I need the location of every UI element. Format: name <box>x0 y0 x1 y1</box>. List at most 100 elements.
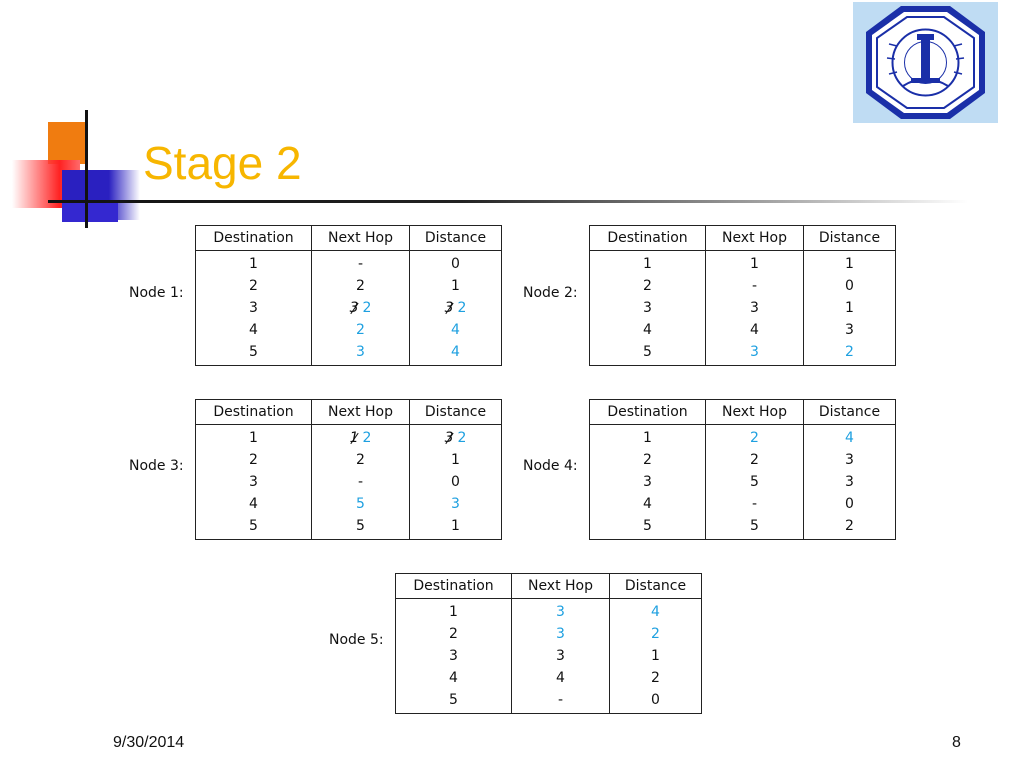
distance-cell: 4 <box>609 598 702 623</box>
next-hop-cell: 1 <box>705 250 804 275</box>
header-next-hop: Next Hop <box>705 225 804 251</box>
cell-value: 2 <box>651 670 660 686</box>
destination-cell: 5 <box>589 341 706 366</box>
distance-cell: 0 <box>409 471 502 493</box>
cell-value: 5 <box>750 474 759 490</box>
cell-value: 0 <box>845 496 854 512</box>
distance-cell: 2 <box>609 623 702 645</box>
cell-value: 1 <box>451 278 460 294</box>
node-1-label: Node 1: <box>129 285 184 301</box>
destination-cell: 4 <box>589 493 706 515</box>
next-hop-cell: - <box>311 250 410 275</box>
updated-value: 3 <box>451 496 460 512</box>
destination-cell: 2 <box>589 275 706 297</box>
distance-cell: 1 <box>409 449 502 471</box>
updated-value: 2 <box>362 430 372 446</box>
struck-out-value: 3 <box>444 300 454 316</box>
cell-value: 1 <box>451 452 460 468</box>
header-next-hop: Next Hop <box>705 399 804 425</box>
cell-value: 1 <box>845 256 854 272</box>
distance-cell: 1 <box>609 645 702 667</box>
footer-page-number: 8 <box>952 734 961 751</box>
destination-cell: 4 <box>395 667 512 689</box>
cell-value: 4 <box>750 322 759 338</box>
next-hop-cell: 5 <box>311 493 410 515</box>
destination-cell: 3 <box>589 297 706 319</box>
distance-cell: 4 <box>409 341 502 366</box>
header-distance: Distance <box>803 399 896 425</box>
destination-cell: 2 <box>395 623 512 645</box>
distance-cell: 0 <box>803 493 896 515</box>
next-hop-cell: 3 <box>705 297 804 319</box>
cell-value: 3 <box>845 452 854 468</box>
cell-value: 3 <box>845 474 854 490</box>
cell-value: 0 <box>451 474 460 490</box>
table-row: 5 3 2 <box>589 341 896 366</box>
updated-value: 2 <box>845 344 854 360</box>
distance-cell: 3 <box>409 493 502 515</box>
node-3-label: Node 3: <box>129 458 184 474</box>
destination-cell: 3 <box>589 471 706 493</box>
header-next-hop: Next Hop <box>311 399 410 425</box>
updated-value: 2 <box>750 430 759 446</box>
updated-value: 4 <box>651 604 660 620</box>
next-hop-cell: 3 <box>511 645 610 667</box>
cell-value: - <box>357 256 364 272</box>
destination-cell: 1 <box>589 424 706 449</box>
cell-value: 2 <box>356 278 365 294</box>
cell-value: 1 <box>845 300 854 316</box>
destination-cell: 1 <box>195 424 312 449</box>
cell-value: 2 <box>845 518 854 534</box>
updated-value: 2 <box>457 430 467 446</box>
distance-cell: 0 <box>609 689 702 714</box>
destination-cell: 2 <box>195 275 312 297</box>
destination-cell: 2 <box>589 449 706 471</box>
table-row: 5-0 <box>395 689 702 714</box>
cell-value: 4 <box>556 670 565 686</box>
cell-value: 2 <box>750 452 759 468</box>
next-hop-cell: 3 <box>705 341 804 366</box>
distance-cell: 4 <box>409 319 502 341</box>
updated-value: 3 <box>556 604 565 620</box>
destination-cell: 1 <box>195 250 312 275</box>
node-4-label: Node 4: <box>523 458 578 474</box>
header-next-hop: Next Hop <box>311 225 410 251</box>
destination-cell: 5 <box>195 515 312 540</box>
distance-cell: 1 <box>803 297 896 319</box>
distance-cell: 1 <box>803 250 896 275</box>
next-hop-cell: 4 <box>511 667 610 689</box>
next-hop-cell: 5 <box>705 471 804 493</box>
decor-vertical-line <box>85 110 88 228</box>
cell-value: - <box>357 474 364 490</box>
updated-value: 5 <box>356 496 365 512</box>
destination-cell: 4 <box>589 319 706 341</box>
node-5-label: Node 5: <box>329 632 384 648</box>
cell-value: 1 <box>651 648 660 664</box>
cell-value: 0 <box>845 278 854 294</box>
header-destination: Destination <box>589 399 706 425</box>
cell-value: 0 <box>451 256 460 272</box>
struck-out-value: 1 <box>349 430 359 446</box>
struck-out-value: 3 <box>444 430 454 446</box>
next-hop-cell: 3 <box>311 341 410 366</box>
updated-value: 3 <box>750 344 759 360</box>
header-distance: Distance <box>609 573 702 599</box>
struck-out-value: 3 <box>349 300 359 316</box>
next-hop-cell: 2 <box>311 319 410 341</box>
updated-value: 2 <box>362 300 372 316</box>
destination-cell: 4 <box>195 319 312 341</box>
